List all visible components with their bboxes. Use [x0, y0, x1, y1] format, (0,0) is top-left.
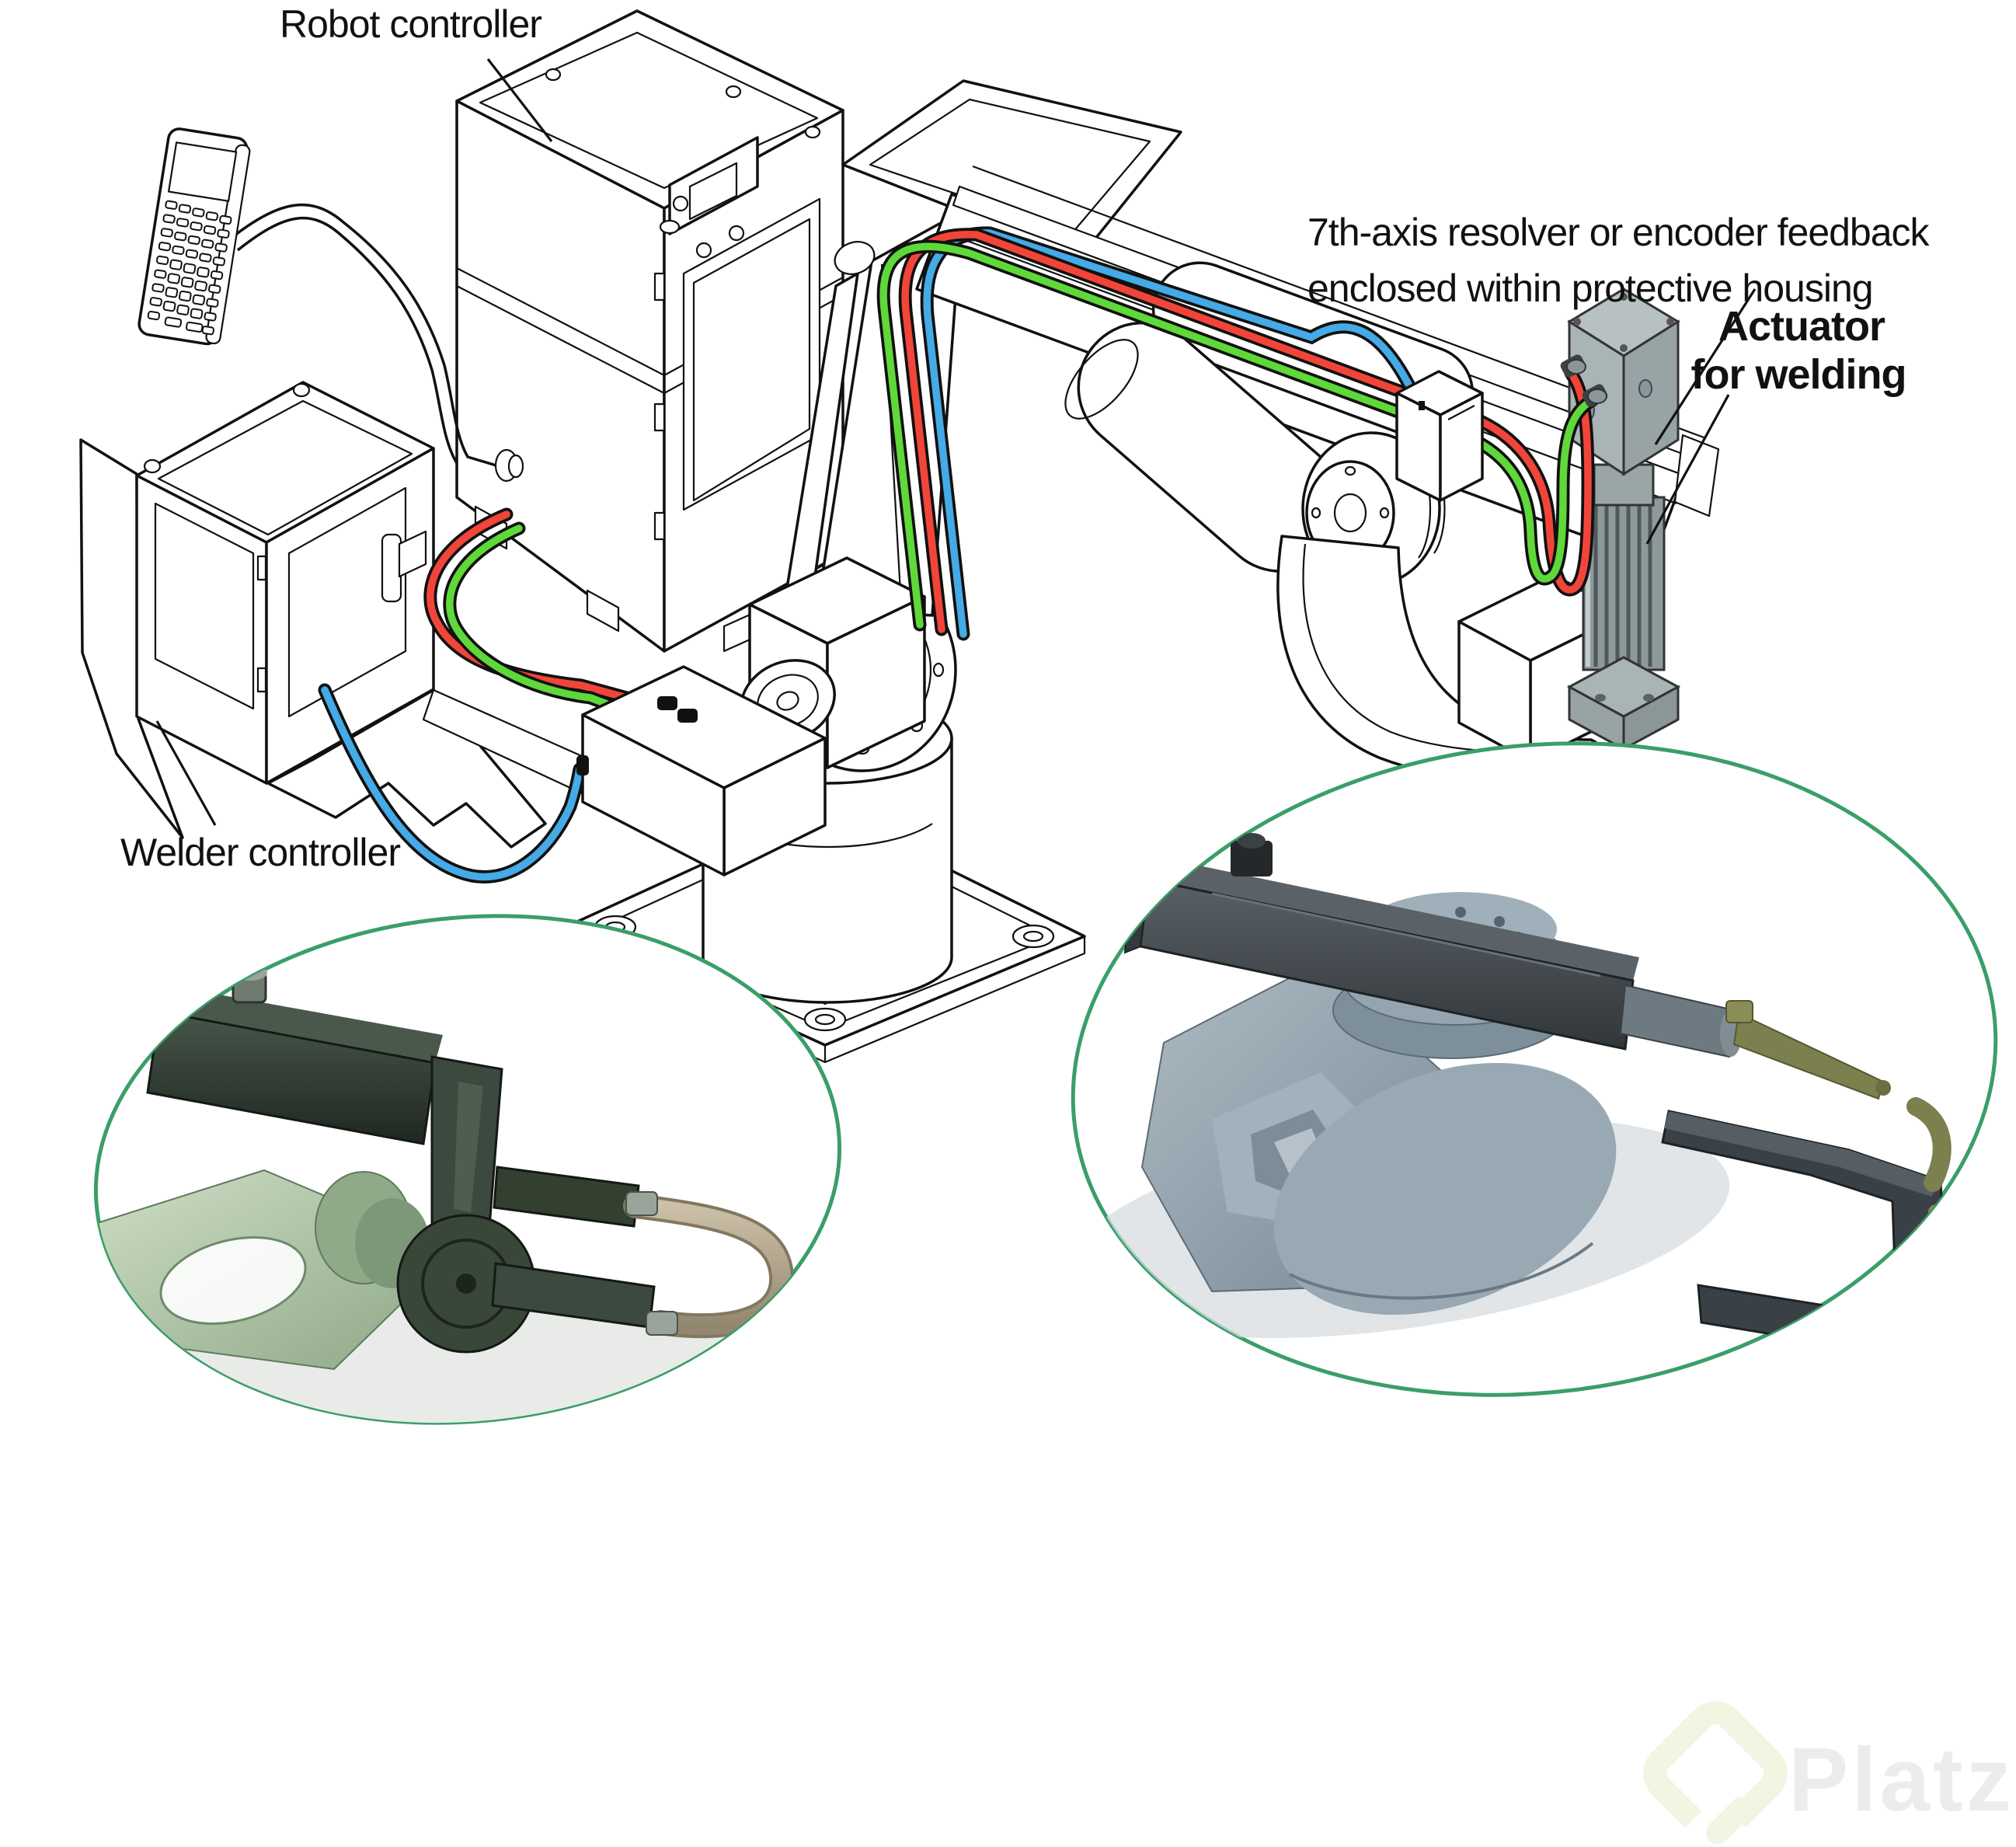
watermark-brand: Platzi: [1788, 1729, 2016, 1830]
label-resolver-note-line1: 7th-axis resolver or encoder feedback: [1307, 211, 1931, 254]
leader-actuator: [1645, 394, 1730, 545]
actuator-foot: [1566, 656, 1681, 751]
leader-resolver-housing: [1654, 288, 1757, 445]
cable-run-red-green: [423, 507, 674, 731]
cable-connectors: [1560, 354, 1608, 407]
welder-controller-cabinet: [79, 381, 606, 849]
label-actuator-line1: Actuator: [1718, 303, 1885, 350]
controller-panel: [659, 136, 759, 235]
teach-pendant: [138, 127, 251, 346]
robot-controller-cabinet: [455, 9, 844, 653]
cable-blue: [920, 226, 1433, 641]
leader-welder-controller: [155, 720, 217, 826]
label-robot-controller: Robot controller: [280, 2, 541, 46]
label-resolver-note-line2: enclosed within protective housing: [1307, 267, 1873, 310]
inset-actuator-gun: [1067, 741, 1998, 1397]
junction-box: [1395, 370, 1484, 502]
pendant-keys: [147, 200, 232, 336]
pendant-cable: [230, 203, 524, 483]
leader-robot-controller: [486, 58, 553, 142]
platzi-logo-icon: [1643, 1701, 1788, 1847]
inset-welding-gun: [76, 914, 842, 1438]
label-welder-controller: Welder controller: [120, 831, 400, 874]
actuator-rail: [1582, 496, 1666, 671]
base-conduit-box: [576, 665, 827, 876]
label-actuator-line2: for welding: [1691, 351, 1906, 398]
cable-run-blue: [318, 683, 587, 883]
cable-green: [876, 239, 1600, 632]
watermark: Platzi: [1643, 1701, 2016, 1847]
